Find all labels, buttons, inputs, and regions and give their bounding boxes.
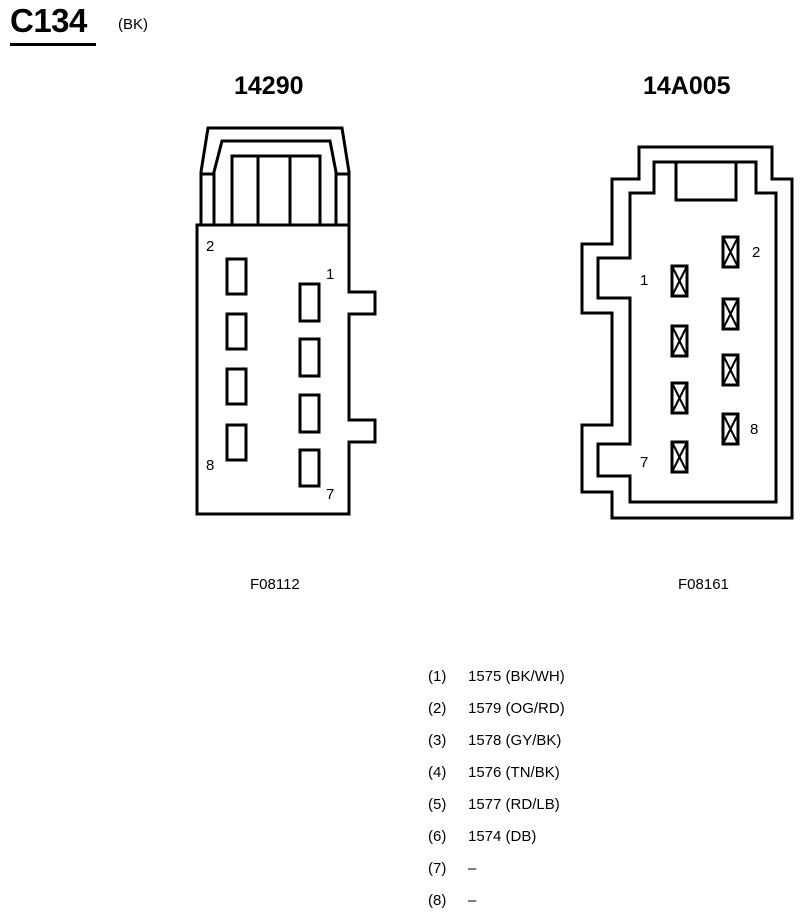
- pin-row: (7) –: [428, 860, 565, 892]
- left-cavity-2: [225, 257, 248, 296]
- left-cavity-6: [225, 367, 248, 406]
- pin-circuit: 1576 (TN/BK): [468, 764, 560, 781]
- left-figure-code: F08112: [250, 576, 300, 593]
- right-cavities: [670, 235, 740, 474]
- right-part-number: 14A005: [643, 72, 731, 100]
- pin-row: (8) –: [428, 892, 565, 924]
- left-pin-label-8: 8: [206, 457, 214, 474]
- right-pin-label-7: 7: [640, 454, 648, 471]
- pin-number: (1): [428, 668, 447, 685]
- left-connector-body: [195, 223, 377, 516]
- right-pin-label-8: 8: [750, 421, 758, 438]
- left-latch-inner-2: [230, 154, 322, 225]
- pin-number: (3): [428, 732, 447, 749]
- right-cavity-2: [721, 235, 740, 269]
- pin-number: (5): [428, 796, 447, 813]
- pin-number: (8): [428, 892, 447, 909]
- left-pin-label-2: 2: [206, 238, 214, 255]
- left-pin-label-7: 7: [326, 486, 334, 503]
- pin-number: (7): [428, 860, 447, 877]
- pin-circuit: –: [468, 860, 477, 877]
- right-inner-housing: [596, 160, 778, 504]
- left-cavity-7: [298, 448, 321, 488]
- pin-row: (2) 1579 (OG/RD): [428, 700, 565, 732]
- left-latch-inner-1: [212, 139, 338, 225]
- pin-assignment-list: (1) 1575 (BK/WH) (2) 1579 (OG/RD) (3) 1578 …: [428, 668, 565, 924]
- pin-row: (3) 1578 (GY/BK): [428, 732, 565, 764]
- pin-circuit: 1575 (BK/WH): [468, 668, 565, 685]
- pin-circuit: 1574 (DB): [468, 828, 537, 845]
- right-pin-label-1: 1: [640, 272, 648, 289]
- right-cavity-4: [721, 297, 740, 331]
- pin-circuit: 1579 (OG/RD): [468, 700, 565, 717]
- pin-row: (1) 1575 (BK/WH): [428, 668, 565, 700]
- left-cavity-8: [225, 423, 248, 462]
- right-cavity-1: [670, 264, 689, 298]
- right-outer-housing: [580, 145, 794, 520]
- pin-circuit: 1577 (RD/LB): [468, 796, 560, 813]
- pin-number: (6): [428, 828, 447, 845]
- right-cavity-3: [670, 324, 689, 358]
- title-underline: [10, 43, 96, 46]
- left-cavity-4: [225, 312, 248, 351]
- right-cavity-8: [721, 412, 740, 446]
- right-cavity-6: [721, 353, 740, 387]
- connector-id: C134: [10, 2, 87, 39]
- pin-row: (5) 1577 (RD/LB): [428, 796, 565, 828]
- right-figure-code: F08161: [678, 576, 729, 593]
- pin-number: (2): [428, 700, 447, 717]
- left-cavity-1: [298, 282, 321, 323]
- pin-row: (4) 1576 (TN/BK): [428, 764, 565, 796]
- pin-circuit: 1578 (GY/BK): [468, 732, 562, 749]
- pin-number: (4): [428, 764, 447, 781]
- right-latch-window: [674, 162, 738, 202]
- left-part-number: 14290: [234, 72, 304, 100]
- right-pin-label-2: 2: [752, 244, 760, 261]
- left-pin-label-1: 1: [326, 266, 334, 283]
- connector-color: (BK): [118, 16, 148, 33]
- pin-row: (6) 1574 (DB): [428, 828, 565, 860]
- right-cavity-7: [670, 440, 689, 474]
- right-cavity-5: [670, 381, 689, 415]
- left-cavity-5: [298, 393, 321, 434]
- left-cavity-3: [298, 337, 321, 378]
- left-latch-outer: [199, 126, 351, 225]
- pin-circuit: –: [468, 892, 477, 909]
